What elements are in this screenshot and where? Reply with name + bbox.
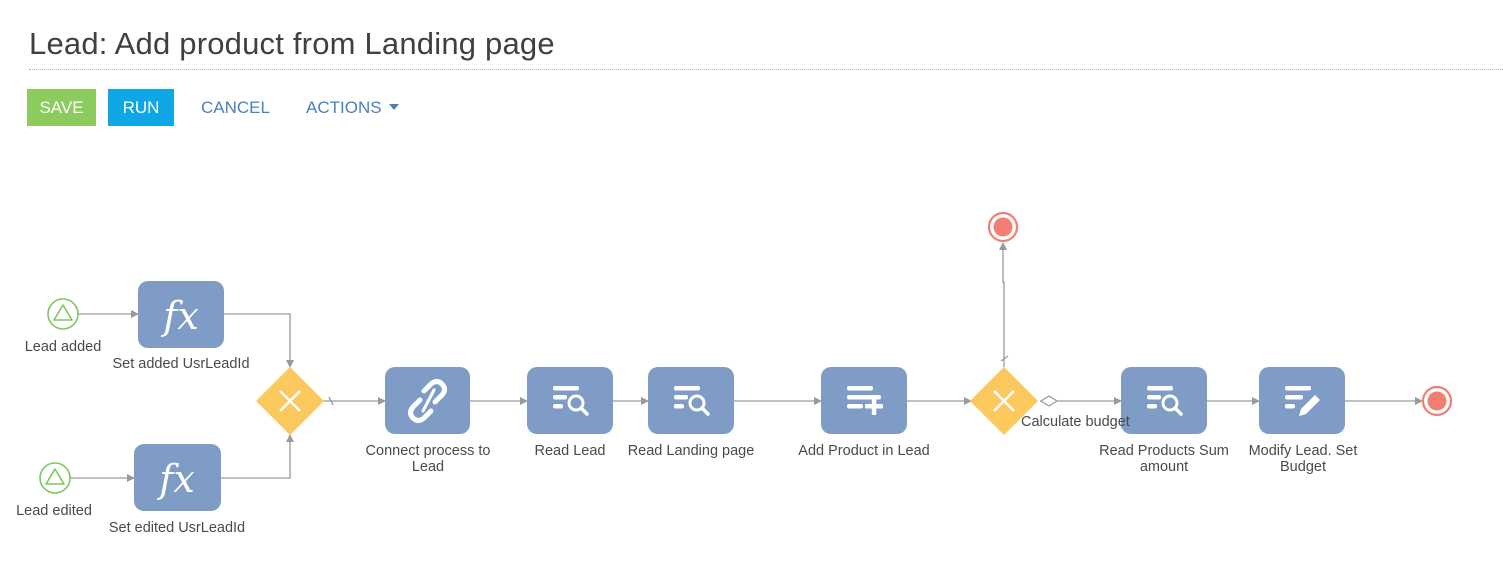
actions-menu-button[interactable]: ACTIONS [306, 89, 399, 126]
task-read-products-sum-amount[interactable] [1121, 367, 1207, 434]
svg-text:fx: fx [156, 457, 195, 501]
task-label: Connect process to Lead [365, 443, 491, 475]
modify-data-icon [1285, 386, 1320, 416]
exclusive-gateway-merge[interactable] [256, 367, 324, 435]
actions-label: ACTIONS [306, 98, 382, 117]
title-divider [29, 69, 1503, 70]
formula-icon: fx [160, 294, 199, 338]
end-event-top[interactable] [987, 211, 1019, 243]
flow-task1-to-gateway1[interactable] [224, 313, 294, 368]
flow-label-calculate-budget[interactable]: Calculate budget [1021, 414, 1130, 430]
task-add-product-in-lead[interactable] [821, 367, 907, 434]
task-label: Set added UsrLeadId [112, 356, 250, 372]
task-set-added-usrleadid[interactable]: fx [138, 281, 224, 348]
save-button[interactable]: SAVE [27, 89, 96, 126]
formula-icon: fx [156, 457, 195, 501]
run-button[interactable]: RUN [108, 89, 174, 126]
task-modify-lead-set-budget[interactable] [1259, 367, 1345, 434]
read-data-icon [1147, 386, 1183, 416]
add-data-icon [847, 386, 883, 415]
task-connect-process-to-lead[interactable] [385, 367, 470, 434]
task-label: Add Product in Lead [798, 443, 930, 459]
conditional-flow-diamond [1039, 395, 1059, 407]
exclusive-gateway-split[interactable] [970, 367, 1038, 435]
end-event-right[interactable] [1421, 385, 1453, 417]
flow-task2-to-gateway1[interactable] [221, 434, 294, 479]
chevron-down-icon [388, 104, 399, 110]
task-label: Modify Lead. Set Budget [1248, 443, 1358, 475]
link-icon [408, 379, 447, 423]
task-read-landing-page[interactable] [648, 367, 734, 434]
svg-text:fx: fx [160, 294, 199, 338]
read-data-icon [674, 386, 710, 416]
page-title: Lead: Add product from Landing page [29, 26, 555, 61]
task-label: Read Landing page [627, 443, 755, 459]
start-event-lead-added[interactable] [47, 298, 79, 330]
read-data-icon [553, 386, 589, 416]
sequence-flows [70, 242, 1423, 482]
task-label: Read Products Sum amount [1099, 443, 1229, 475]
start-event-lead-edited[interactable] [39, 462, 71, 494]
start-event-label: Lead edited [16, 503, 92, 519]
flow-gateway2-to-end1[interactable] [999, 242, 1007, 367]
task-label: Read Lead [534, 443, 606, 459]
start-event-label: Lead added [24, 339, 102, 355]
task-label: Set edited UsrLeadId [108, 520, 246, 536]
task-read-lead[interactable] [527, 367, 613, 434]
task-set-edited-usrleadid[interactable]: fx [134, 444, 221, 511]
cancel-button[interactable]: CANCEL [201, 98, 270, 117]
